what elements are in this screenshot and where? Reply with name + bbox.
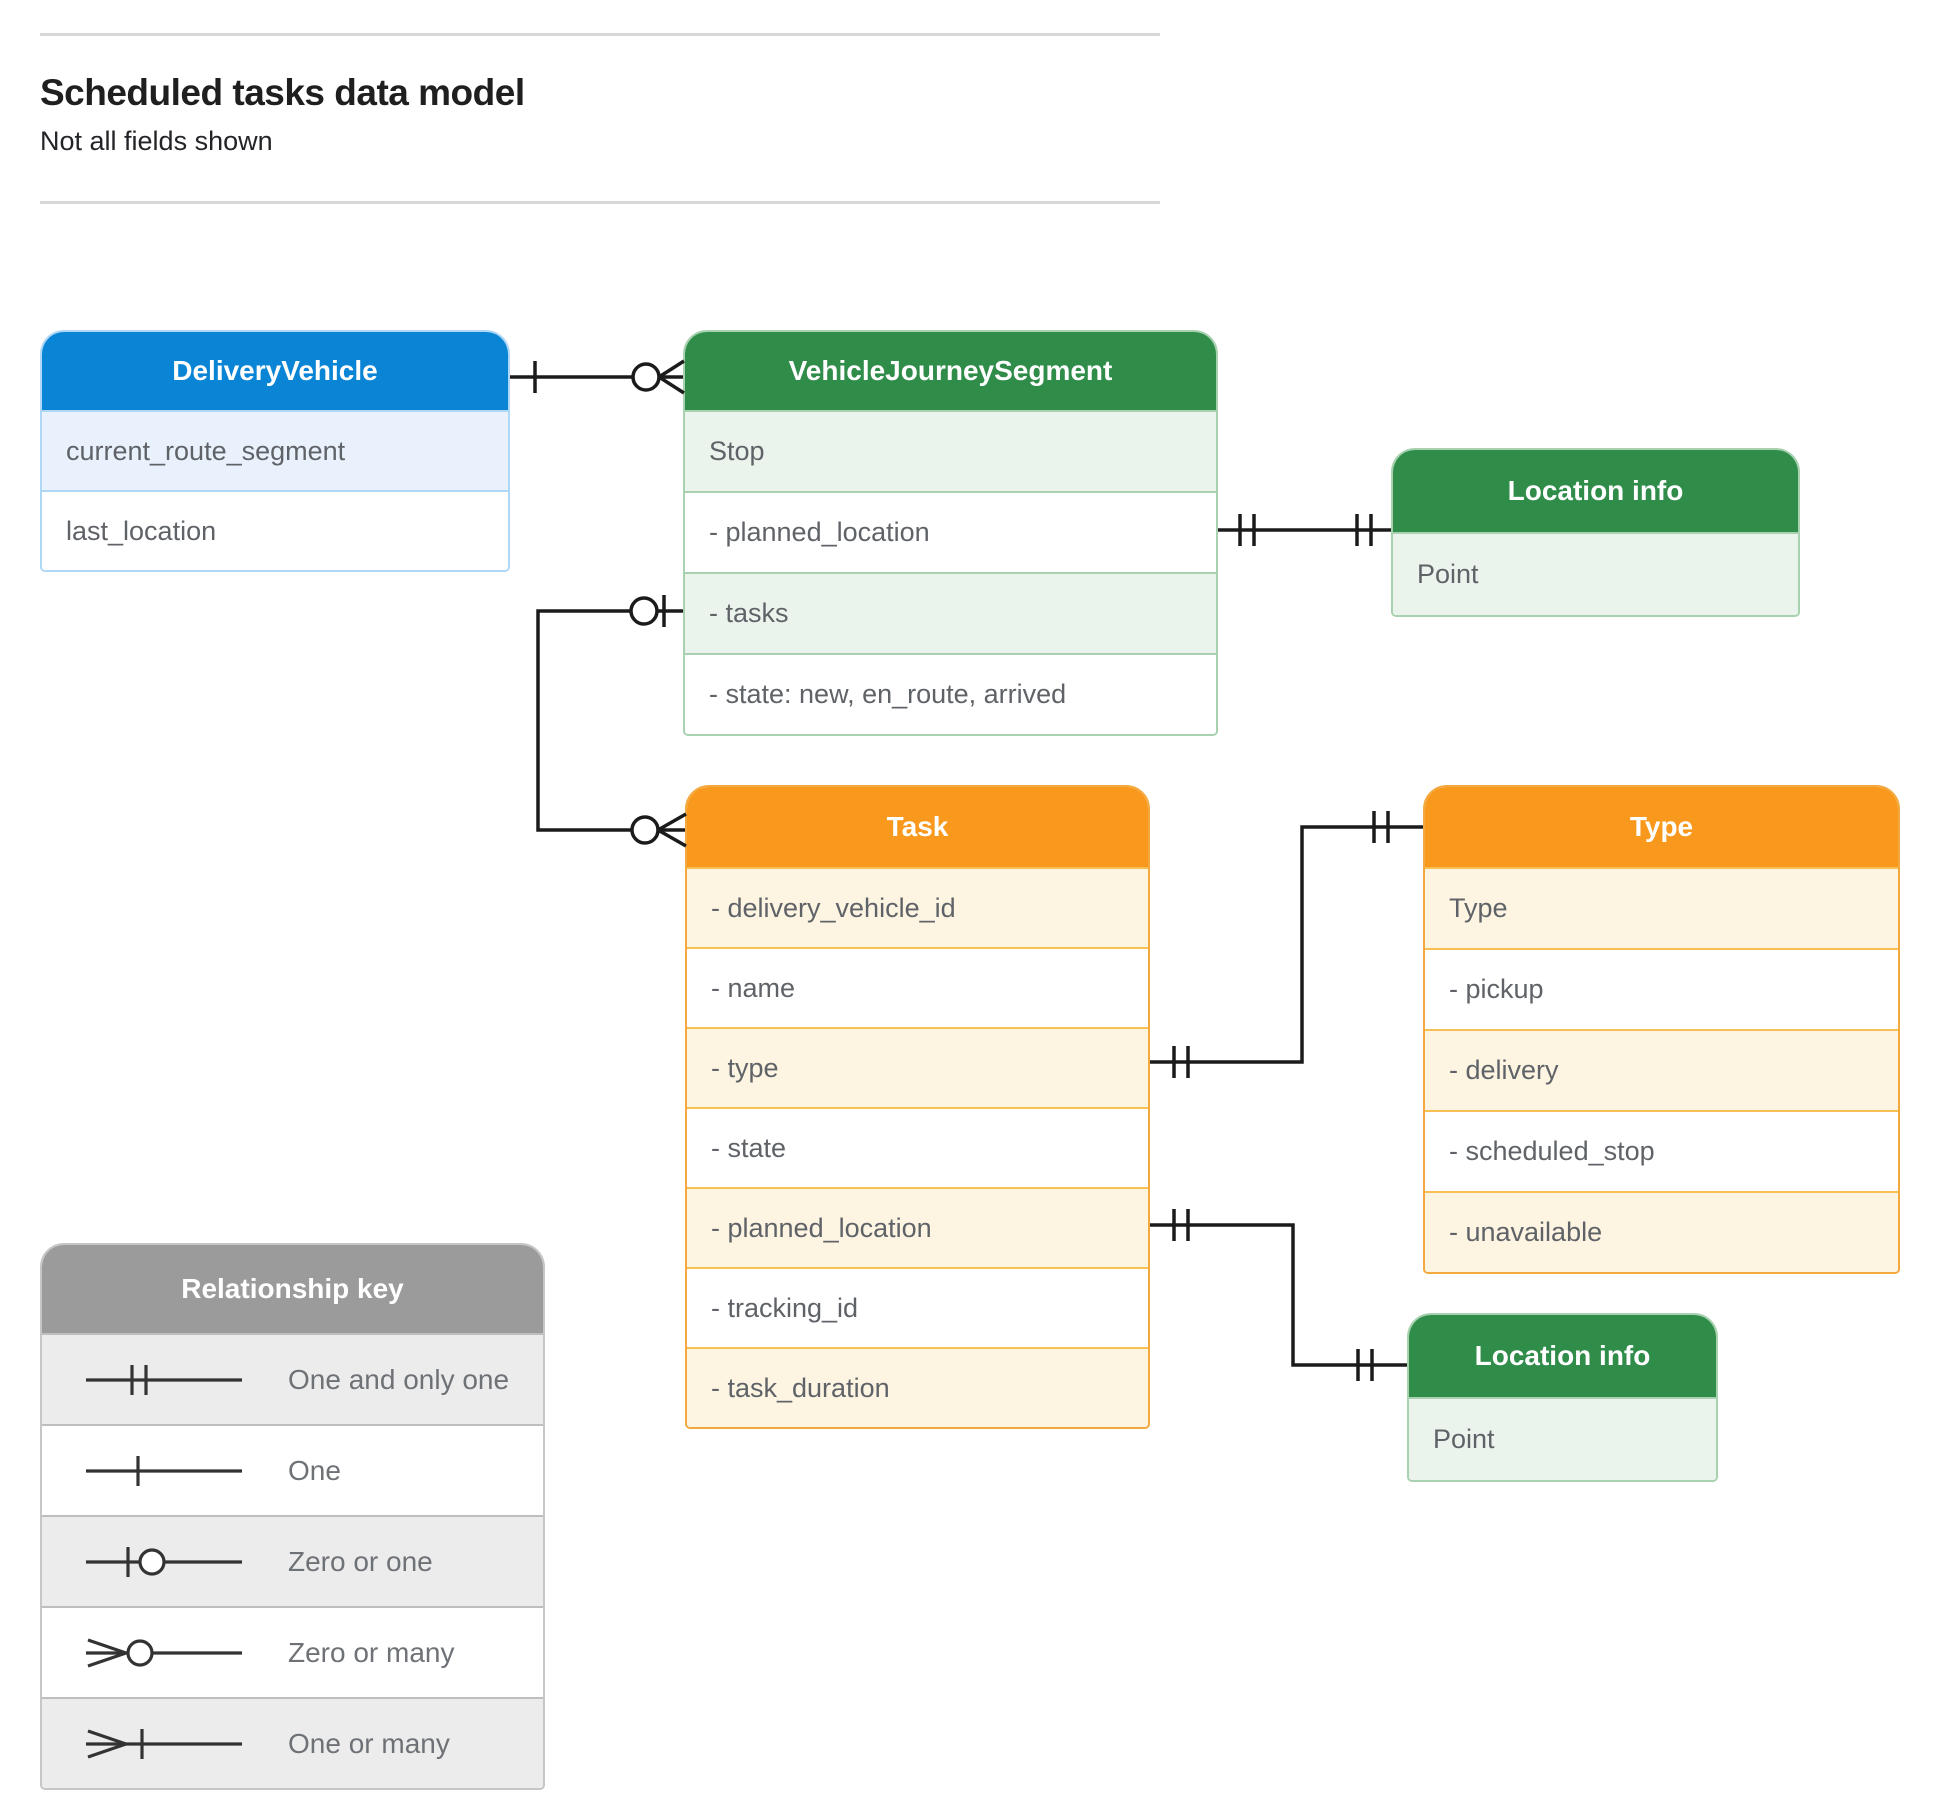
task-field-row: - delivery_vehicle_id [687,867,1148,947]
legend-label: One [288,1454,341,1486]
task-field-row: - planned_location [687,1187,1148,1267]
type-field-row: - scheduled_stop [1425,1110,1898,1191]
location-info-top-field-row: Point [1393,532,1798,615]
type-field-row: - delivery [1425,1029,1898,1110]
title-bottom-divider [40,201,1160,204]
vehicle-journey-segment-field-row: - planned_location [685,491,1216,572]
type-field-row: - pickup [1425,948,1898,1029]
top-divider [40,33,1160,36]
zero-or-one-icon [629,596,659,626]
location-info-top-title: Location info [1393,450,1798,532]
vehicle-journey-segment-title: VehicleJourneySegment [685,332,1216,410]
task-title: Task [687,787,1148,867]
legend-label: One and only one [288,1363,510,1395]
page-subtitle: Not all fields shown [40,126,273,156]
zero-or-one-icon [86,1546,242,1577]
page-title: Scheduled tasks data model [40,72,525,113]
task-field-row: - state [687,1107,1148,1187]
task-field-row: - type [687,1027,1148,1107]
connector-vjs-plannedlocation-to-locationinfo-top [1218,514,1391,546]
zero-or-many-icon [630,815,660,845]
location-info-bottom-field-row: Point [1409,1397,1716,1480]
connector-task-type-to-type [1150,811,1423,1078]
delivery-vehicle-field-row: current_route_segment [42,410,508,490]
legend-row: One or many [42,1697,543,1788]
type-field-row: Type [1425,867,1898,948]
legend-row: One [42,1424,543,1515]
location-info-bottom-title: Location info [1409,1315,1716,1397]
type-title: Type [1425,787,1898,867]
legend-row: One and only one [42,1333,543,1424]
type-field-row: - unavailable [1425,1191,1898,1272]
zero-or-many-icon [631,362,661,392]
task-field-row: - name [687,947,1148,1027]
connector-task-plannedlocation-to-locationinfo-bottom [1150,1209,1407,1381]
legend-label: Zero or many [288,1636,455,1668]
legend-title: Relationship key [42,1245,543,1333]
one-icon [86,1455,242,1486]
zero-or-many-icon [86,1637,242,1668]
vehicle-journey-segment-field-row: - state: new, en_route, arrived [685,653,1216,734]
one-or-many-icon [86,1728,242,1759]
delivery-vehicle-field-row: last_location [42,490,508,570]
task-field-row: - task_duration [687,1347,1148,1427]
legend-row: Zero or many [42,1606,543,1697]
legend-label: One or many [288,1727,450,1759]
task-field-row: - tracking_id [687,1267,1148,1347]
delivery-vehicle-title: DeliveryVehicle [42,332,508,410]
entity-task: Task- delivery_vehicle_id- name- type- s… [685,785,1150,1429]
connector-deliveryvehicle-to-vehiclejourneysegment [510,359,685,395]
legend-label: Zero or one [288,1545,433,1577]
connector-vjs-tasks-to-task [536,595,687,848]
one-and-only-one-icon [86,1364,242,1395]
vehicle-journey-segment-field-row: Stop [685,410,1216,491]
vehicle-journey-segment-field-row: - tasks [685,572,1216,653]
legend-row: Zero or one [42,1515,543,1606]
